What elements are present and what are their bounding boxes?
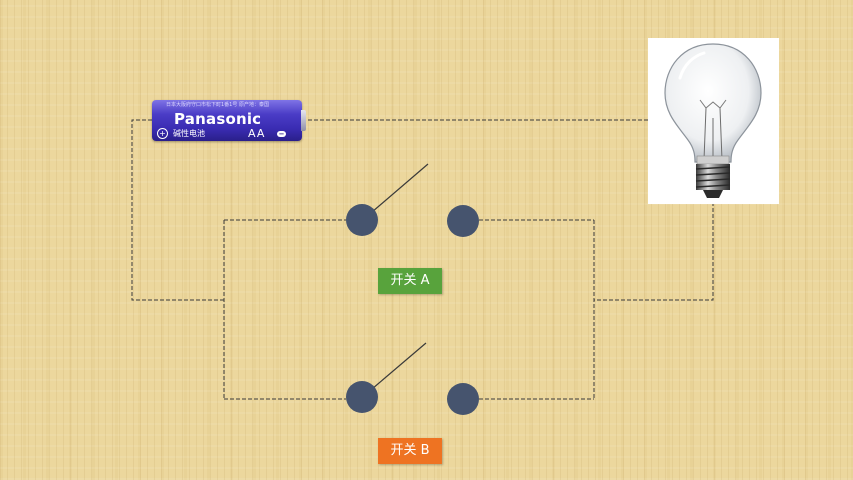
battery-brand: Panasonic — [174, 110, 262, 128]
switch-a-terminal-left — [346, 204, 378, 236]
wire-bulb-to-junction — [594, 196, 714, 301]
switch-a-lever — [371, 163, 429, 213]
battery-cap — [301, 110, 306, 131]
battery-fine-print: 日本大阪府守口市松下町1番1号 原产地：泰国 — [166, 102, 269, 108]
switch-b-label: 开关 B — [378, 438, 442, 464]
battery-size: AA — [248, 127, 266, 140]
battery: 日本大阪府守口市松下町1番1号 原产地：泰国 Panasonic + 碱性电池 … — [152, 100, 306, 141]
light-bulb-icon — [664, 43, 762, 198]
wire-battery-left — [131, 119, 224, 301]
switch-a-label: 开关 A — [378, 268, 442, 294]
switch-b-terminal-right — [447, 383, 479, 415]
battery-plus-icon: + — [157, 128, 168, 139]
switch-b-terminal-left — [346, 381, 378, 413]
light-bulb — [648, 38, 779, 204]
battery-minus-icon: − — [277, 130, 286, 138]
switch-b-lever — [371, 342, 427, 390]
switch-a-terminal-right — [447, 205, 479, 237]
battery-type: 碱性电池 — [173, 129, 205, 138]
